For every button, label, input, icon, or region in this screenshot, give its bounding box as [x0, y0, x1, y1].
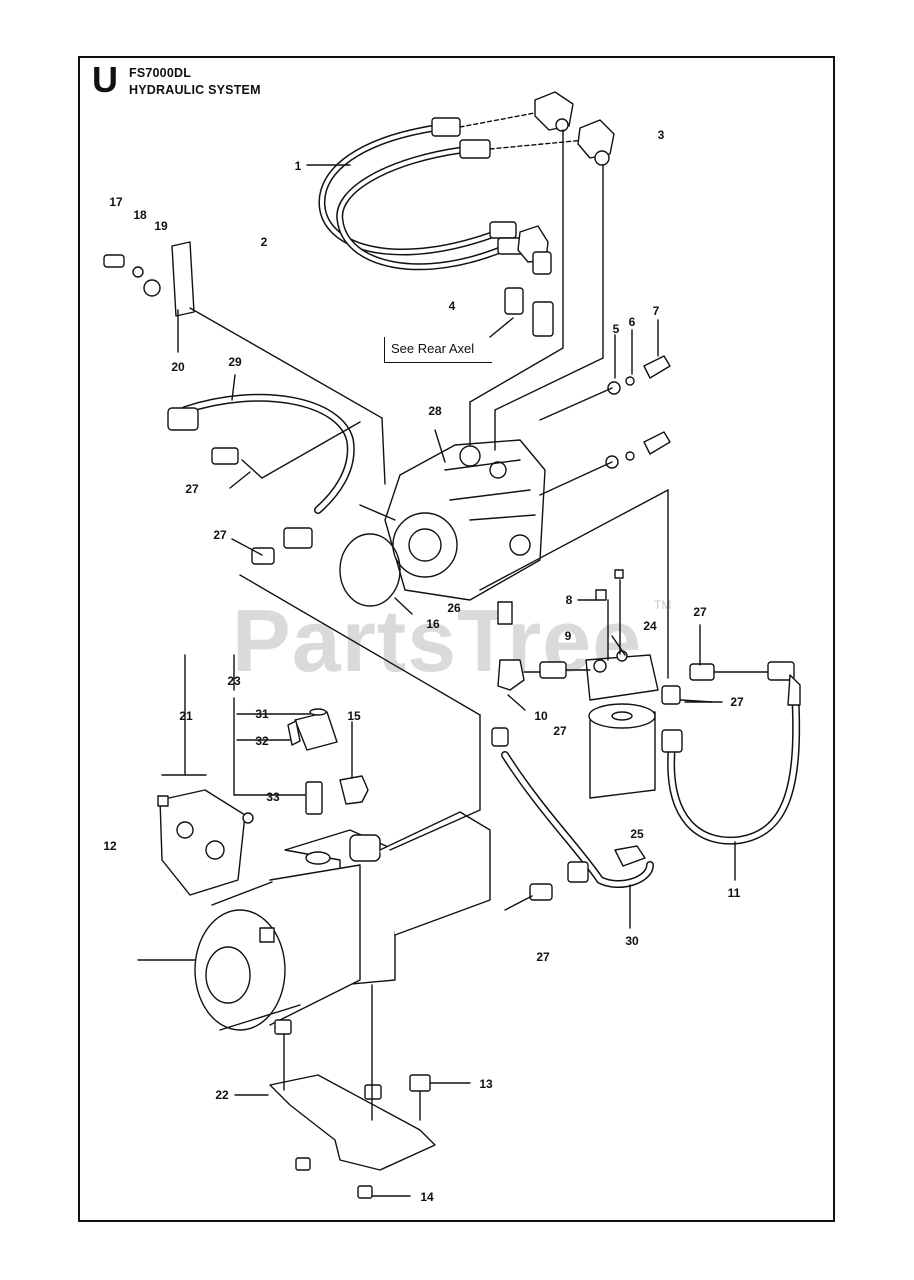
callout-18: 18 [133, 208, 147, 222]
callout-27-f: 27 [536, 950, 550, 964]
filter-assembly [497, 569, 715, 799]
section-letter: U [92, 59, 118, 100]
callout-3: 3 [657, 128, 665, 142]
callout-23: 23 [227, 674, 241, 688]
callout-16: 16 [426, 617, 440, 631]
watermark-tm: TM [654, 598, 672, 612]
note-box [384, 337, 492, 363]
hydraulic-pump [384, 439, 546, 601]
bracket-hardware [103, 241, 195, 317]
callout-4: 4 [448, 299, 456, 313]
callout-6: 6 [628, 315, 636, 329]
callout-24: 24 [643, 619, 657, 633]
callout-14: 14 [420, 1190, 434, 1204]
callout-20: 20 [171, 360, 185, 374]
motor-manifold [194, 811, 491, 1031]
callout-8: 8 [565, 593, 573, 607]
callout-26: 26 [447, 601, 461, 615]
callout-28: 28 [428, 404, 442, 418]
elbow-fittings [504, 91, 615, 337]
callout-21: 21 [179, 709, 193, 723]
mounting-plate [269, 1019, 436, 1199]
callout-22: 22 [215, 1088, 229, 1102]
callout-5: 5 [612, 322, 620, 336]
callout-32: 32 [255, 734, 269, 748]
callout-11: 11 [727, 886, 741, 900]
callout-13: 13 [479, 1077, 493, 1091]
callout-7: 7 [652, 304, 660, 318]
hose-29 [167, 393, 355, 565]
callout-27-a: 27 [185, 482, 199, 496]
model-label: FS7000DL [129, 66, 192, 80]
callout-9: 9 [564, 629, 572, 643]
diagram-frame [78, 56, 835, 1222]
callout-30: 30 [625, 934, 639, 948]
callout-19: 19 [154, 219, 168, 233]
o-ring [339, 533, 401, 607]
callout-12: 12 [103, 839, 117, 853]
callout-2: 2 [260, 235, 268, 249]
callout-27-d: 27 [730, 695, 744, 709]
callout-27-e: 27 [553, 724, 567, 738]
note-see-rear-axel: See Rear Axel [391, 341, 475, 356]
callout-17: 17 [109, 195, 123, 209]
callout-29: 29 [228, 355, 242, 369]
callout-15: 15 [347, 709, 361, 723]
callout-27-b: 27 [213, 528, 227, 542]
callout-31: 31 [255, 707, 269, 721]
callout-27-c: 27 [693, 605, 707, 619]
hose-assembly-1 [318, 111, 586, 271]
hose-30 [491, 727, 654, 901]
watermark: PartsTree [232, 591, 643, 690]
callout-10: 10 [534, 709, 548, 723]
valve-assembly [157, 789, 254, 896]
callout-1: 1 [294, 159, 302, 173]
hose-11 [661, 661, 801, 845]
callout-25: 25 [630, 827, 644, 841]
pump-bolts [605, 355, 671, 469]
solenoid-assembly [287, 708, 369, 815]
callout-33: 33 [266, 790, 280, 804]
system-title: HYDRAULIC SYSTEM [129, 83, 261, 97]
